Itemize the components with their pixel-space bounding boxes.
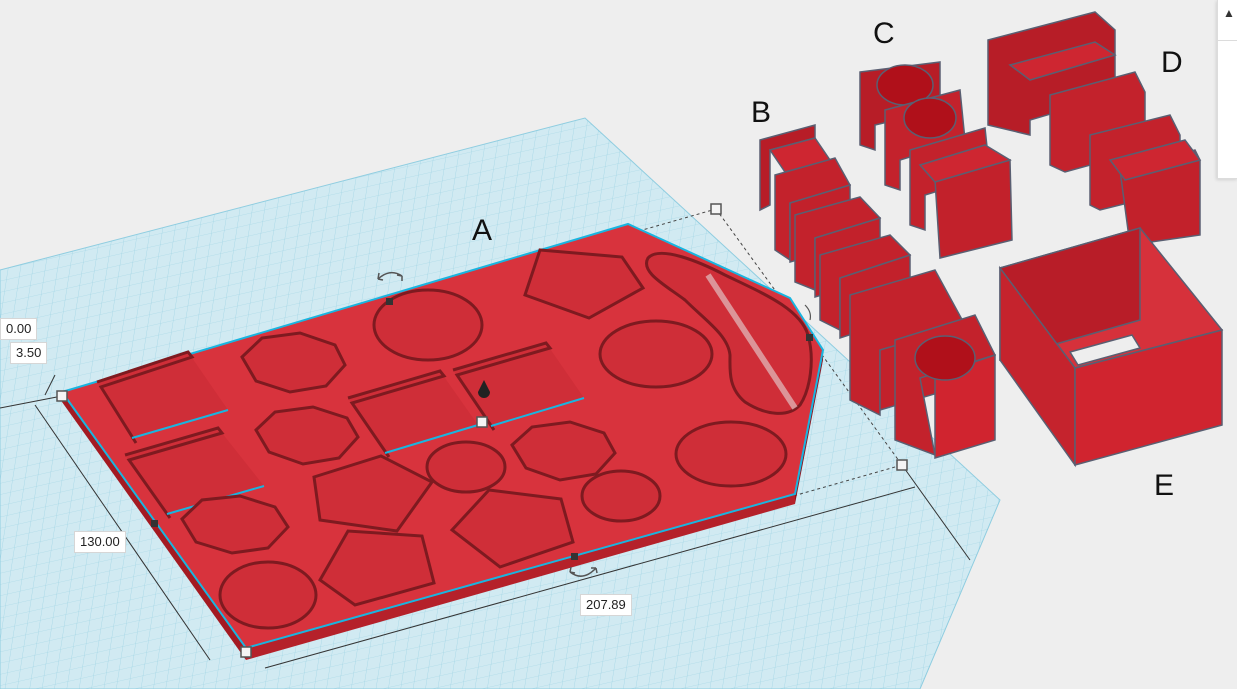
part-e-box[interactable] <box>998 227 1224 468</box>
squiggle-cavity <box>645 251 813 415</box>
height-dimension[interactable]: 3.50 <box>10 342 48 364</box>
part-c-label: C <box>873 17 895 50</box>
pentagon-cavity <box>449 488 575 569</box>
pentagon-cavity <box>523 248 646 320</box>
rotate-arrow-icon[interactable] <box>569 566 598 577</box>
square-cavity <box>452 341 585 431</box>
circle-cavity <box>580 469 662 523</box>
panel-divider <box>1218 40 1237 41</box>
depth-dimension[interactable]: 130.00 <box>74 531 126 553</box>
resize-handle[interactable] <box>476 416 488 428</box>
circle-cavity <box>598 319 714 389</box>
edge-handle[interactable] <box>571 553 578 560</box>
part-a-tray[interactable] <box>60 222 825 660</box>
part-d-label: D <box>1161 46 1183 79</box>
octagon-cavity <box>240 331 347 394</box>
side-panel-toggle[interactable]: ▲ <box>1217 0 1237 179</box>
pentagon-cavity <box>312 454 435 533</box>
edge-handle[interactable] <box>806 334 813 341</box>
elevation-dimension[interactable]: 0.00 <box>0 318 38 340</box>
pentagon-cavity <box>318 529 436 607</box>
edge-handle[interactable] <box>386 298 393 305</box>
rotate-arrow-icon[interactable] <box>804 304 812 321</box>
circle-cavity <box>218 560 318 630</box>
circle-cavity <box>674 420 788 488</box>
resize-handle[interactable] <box>896 459 908 471</box>
part-e-label: E <box>1154 469 1174 502</box>
square-cavity <box>347 369 479 458</box>
part-b-holder[interactable] <box>759 124 997 460</box>
octagon-cavity <box>510 420 617 482</box>
octagon-cavity <box>180 494 290 555</box>
part-a-label: A <box>472 214 492 247</box>
part-b-label: B <box>751 96 771 129</box>
resize-handle[interactable] <box>56 390 68 402</box>
rotate-arrow-icon[interactable] <box>377 271 403 281</box>
cone-handle-icon[interactable] <box>478 380 490 398</box>
circle-cavity <box>425 440 507 494</box>
part-c-holder[interactable] <box>859 61 1013 259</box>
square-cavity <box>96 350 229 444</box>
caret-up-icon[interactable]: ▲ <box>1223 6 1235 20</box>
resize-handle[interactable] <box>240 646 252 658</box>
circle-cavity <box>372 288 484 362</box>
octagon-cavity <box>254 405 360 466</box>
edge-handle[interactable] <box>151 520 158 527</box>
resize-handle[interactable] <box>710 203 722 215</box>
width-dimension[interactable]: 207.89 <box>580 594 632 616</box>
